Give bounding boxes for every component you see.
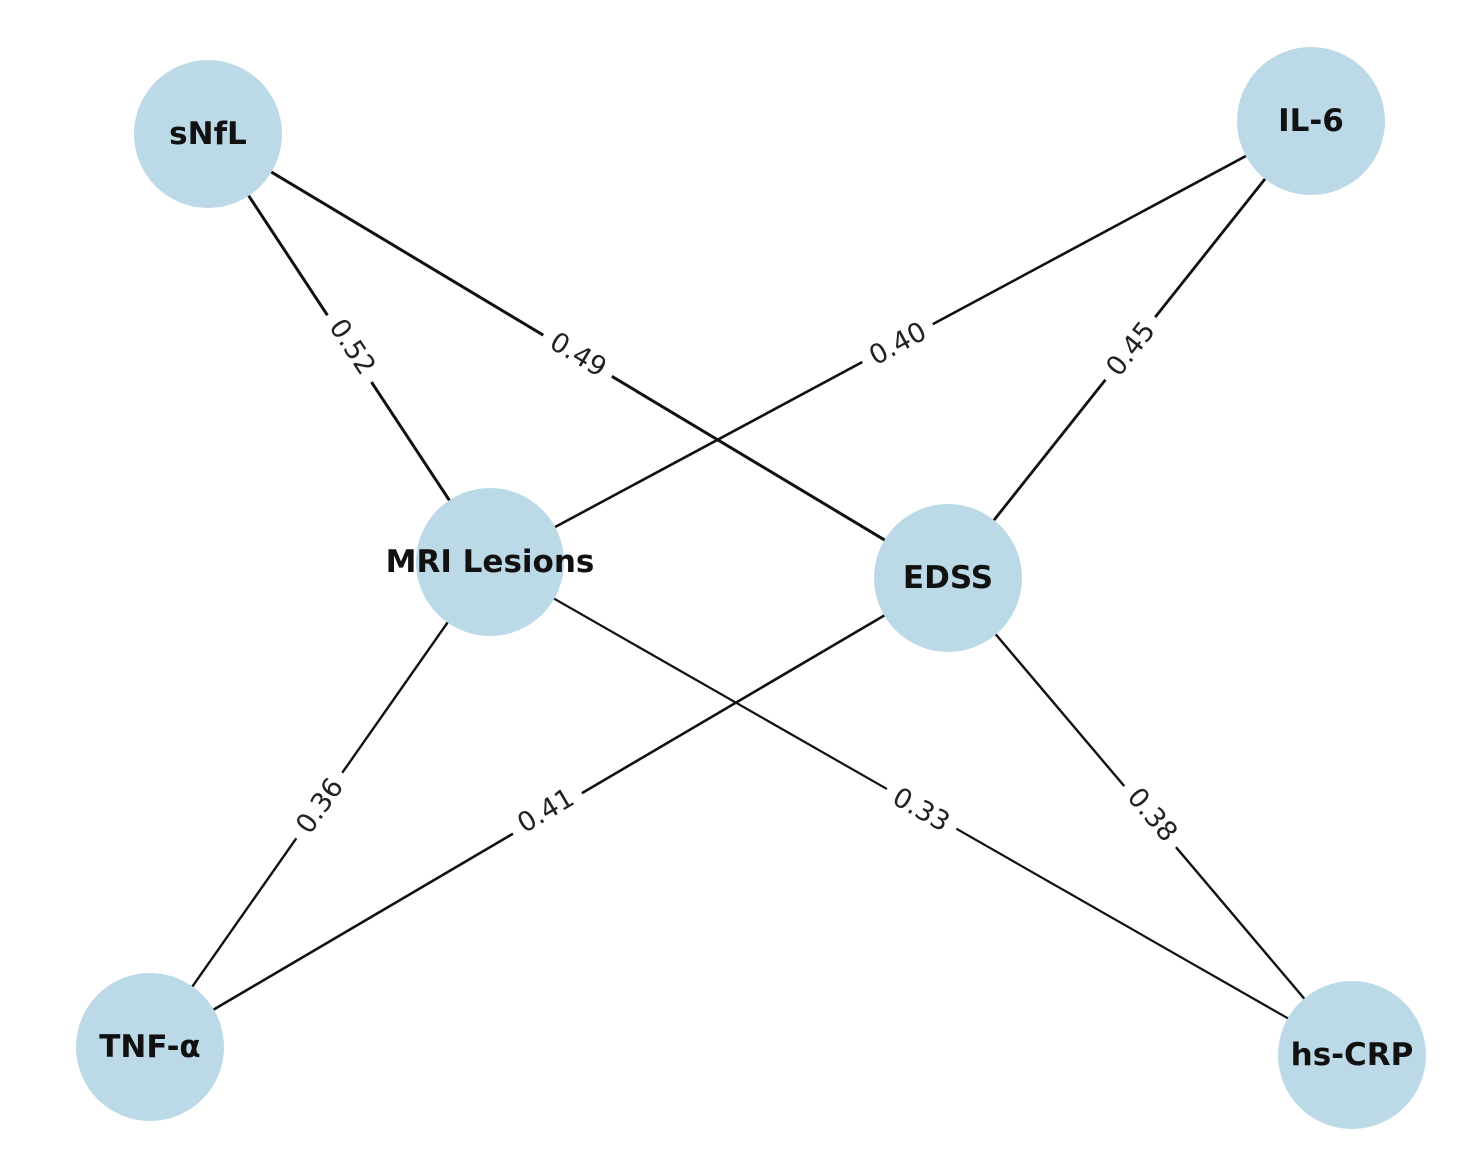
node-label-mri: MRI Lesions: [386, 544, 595, 580]
node-mri: [416, 488, 564, 636]
node-label-snfl: sNfL: [169, 116, 247, 152]
edge-label-background: [283, 763, 357, 849]
node-label-hscrp: hs-CRP: [1291, 1037, 1414, 1073]
edge-label-background: [1092, 307, 1170, 391]
edge-label-group-snfl-edss: 0.49: [534, 319, 622, 391]
edge-label-background: [854, 310, 942, 378]
node-label-edss: EDSS: [903, 560, 993, 596]
edge-label-group-il6-edss: 0.45: [1092, 307, 1170, 391]
node-snfl: [134, 60, 282, 208]
edge-label-group-snfl-mri: 0.52: [315, 304, 389, 390]
node-hscrp: [1278, 981, 1426, 1129]
edge-label-group-il6-mri: 0.40: [854, 310, 942, 378]
edge-label-background: [877, 775, 965, 845]
node-il6: [1237, 47, 1385, 195]
edges-layer: [149, 119, 1353, 1056]
edge-label-background: [534, 319, 622, 391]
edge-label-background: [502, 776, 590, 846]
edge-label-background: [315, 304, 389, 390]
node-tnfa: [76, 973, 224, 1121]
edge-label-group-mri-tnfa: 0.36: [283, 763, 357, 849]
edge-label-group-edss-tnfa: 0.41: [502, 776, 590, 846]
node-label-il6: IL-6: [1278, 103, 1344, 139]
edge-label-group-edss-hscrp: 0.38: [1113, 773, 1191, 857]
node-edss: [874, 504, 1022, 652]
node-label-tnfa: TNF-α: [99, 1029, 200, 1065]
edge-label-group-mri-hscrp: 0.33: [877, 775, 965, 845]
edge-label-background: [1113, 773, 1191, 857]
